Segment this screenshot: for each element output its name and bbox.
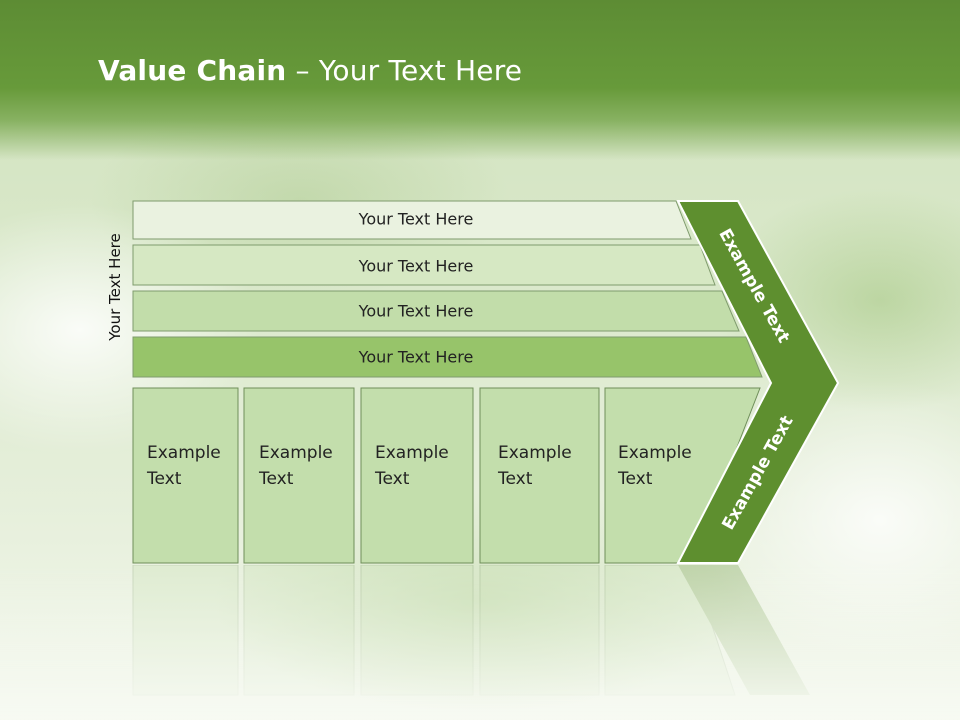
cell-line: Example — [147, 443, 221, 463]
chevron-arrow — [676, 200, 840, 564]
cell-line: Text — [618, 469, 653, 489]
cell-line: Text — [498, 469, 533, 489]
diagram-reflection — [0, 565, 960, 720]
cell-label-5: Example Text — [618, 440, 692, 492]
bar-1 — [132, 200, 692, 240]
cell-line: Text — [147, 469, 182, 489]
cell-label-4: Example Text — [498, 440, 572, 492]
cell-3 — [360, 387, 474, 564]
cell-1 — [132, 387, 239, 564]
cell-2 — [243, 387, 355, 564]
page-title: Value Chain – Your Text Here — [98, 54, 522, 87]
bar-label-3: Your Text Here — [358, 301, 474, 321]
reflection-shapes — [0, 565, 960, 720]
bar-4 — [132, 336, 763, 378]
cell-label-3: Example Text — [375, 440, 449, 492]
cell-line: Example — [259, 443, 333, 463]
bar-label-1: Your Text Here — [358, 209, 474, 229]
cell-label-1: Example Text — [147, 440, 221, 492]
cell-line: Example — [375, 443, 449, 463]
bar-label-2: Your Text Here — [358, 256, 474, 276]
title-bar — [0, 0, 960, 160]
cell-line: Example — [498, 443, 572, 463]
title-bold: Value Chain — [98, 54, 287, 87]
bar-3 — [132, 290, 740, 332]
title-rest: – Your Text Here — [286, 54, 523, 87]
cell-line: Text — [375, 469, 410, 489]
bar-label-4: Your Text Here — [358, 347, 474, 367]
cell-4 — [479, 387, 600, 564]
cell-line: Example — [618, 443, 692, 463]
bar-2 — [132, 244, 716, 286]
cell-label-2: Example Text — [259, 440, 333, 492]
reflection-fade — [0, 565, 960, 720]
cell-line: Text — [259, 469, 294, 489]
